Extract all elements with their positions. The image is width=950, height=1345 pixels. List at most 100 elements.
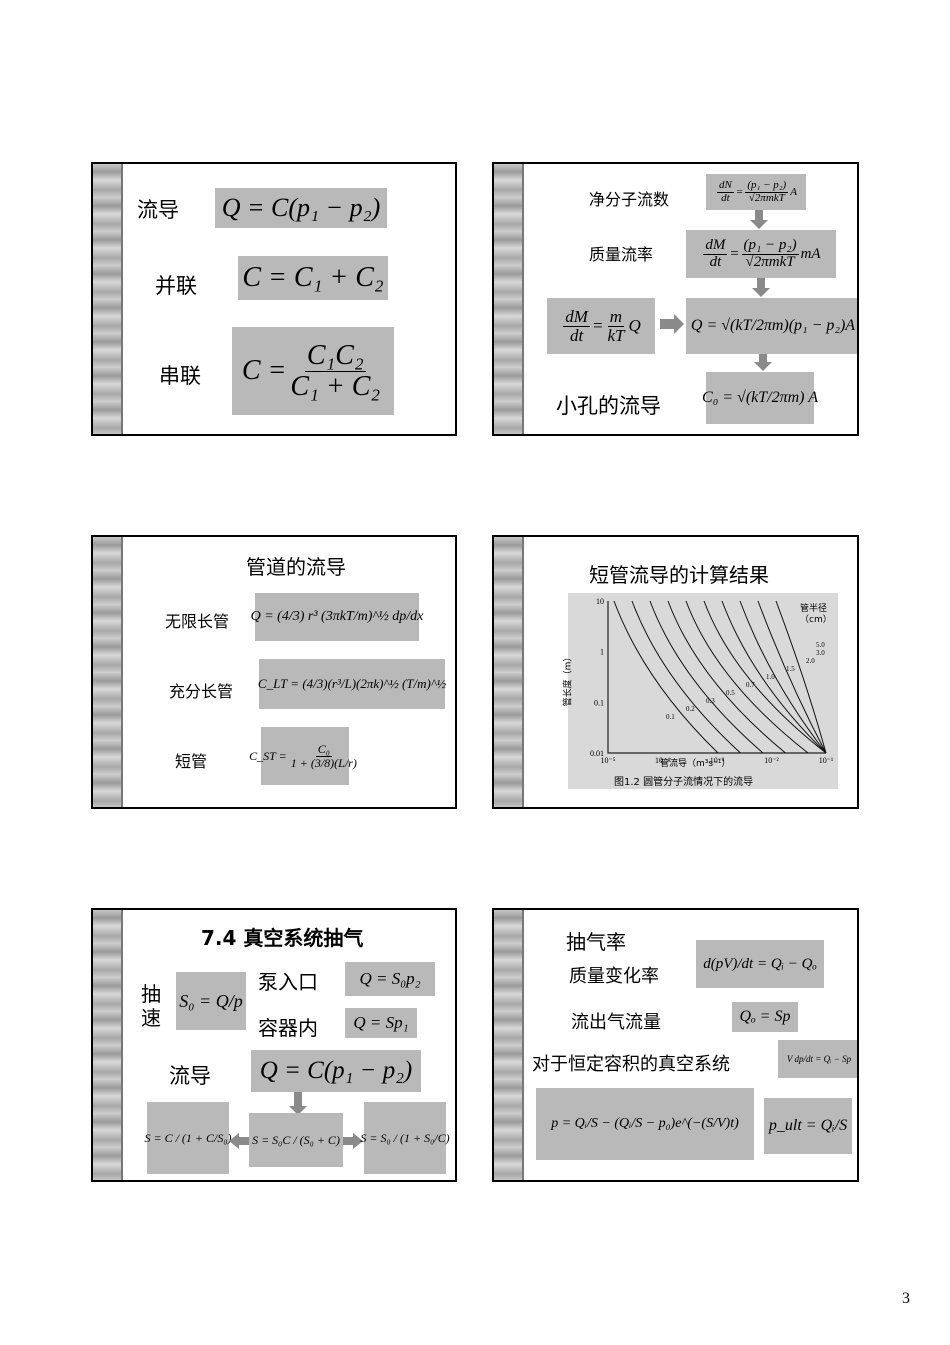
decorative-gear-strip xyxy=(93,537,123,807)
legend-title: 管半径 xyxy=(800,604,828,614)
series-line xyxy=(775,600,827,754)
series-line xyxy=(649,600,764,754)
infinite-pipe-label: 无限长管 xyxy=(165,612,230,631)
vessel-formula: Q = Sp₁ xyxy=(345,1008,417,1038)
infinite-pipe-formula: Q = (4/3) r³ (3πkT/m)^½ dp/dx xyxy=(251,593,423,641)
series-line xyxy=(739,600,827,754)
pumping-speed-char-1: 抽 xyxy=(141,982,161,1006)
pump-inlet-formula: Q = S₀p₂ xyxy=(345,962,435,996)
decorative-gear-strip xyxy=(494,537,524,807)
slide-pumping-rate: 抽气率 质量变化率 d(pV)/dt = Qᵢ − Qₒ 流出气流量 Qₒ = … xyxy=(492,908,859,1182)
series-line xyxy=(703,600,827,754)
arrow-down-2 xyxy=(757,278,765,288)
scanned-chart: 10⁻⁵ 10⁻⁴ 10⁻³ 10⁻² 10⁻¹ 10 1 0.1 0.01 0.1 0.2 0.3 0… xyxy=(563,593,838,789)
orifice-conductance-label: 小孔的流导 xyxy=(556,394,661,418)
x-axis-label: 管流导（m³s⁻¹） xyxy=(660,759,731,769)
x-tick-label: 10⁻³ xyxy=(710,756,725,765)
mass-flow-rate-label: 质量流率 xyxy=(589,245,654,264)
pumping-speed-char-2: 速 xyxy=(141,1006,161,1030)
flow-conductance-label: 流导 xyxy=(137,198,179,222)
short-pipe-label: 短管 xyxy=(175,752,208,771)
arrow-right-icon xyxy=(660,319,674,329)
orifice-formula: C₀ = √(kT/2πm) A xyxy=(702,372,818,424)
speed-formula-left: S = C / (1 + C/S₀) xyxy=(144,1102,232,1174)
constant-volume-formula: V dp/dt = Qᵢ − Sp xyxy=(778,1040,857,1078)
conductance-formula: Q = C(p₁ − p₂) xyxy=(215,188,387,228)
x-tick-label: 10⁻² xyxy=(764,756,779,765)
slide-title: 7.4 真空系统抽气 xyxy=(201,926,364,950)
series-label: 3.0 xyxy=(816,649,825,657)
series-label: 2.0 xyxy=(806,657,815,665)
series-label: 5.0 xyxy=(816,641,825,649)
arrow-right-icon xyxy=(353,1133,363,1149)
arrow-down-1 xyxy=(755,210,763,220)
y-tick-label: 0.01 xyxy=(590,749,604,758)
conductance-label: 流导 xyxy=(169,1064,211,1088)
arrow-down-3 xyxy=(759,354,767,362)
y-tick-label: 10 xyxy=(596,597,604,606)
q-sqrt-formula: Q = √(kT/2πm)(p₁ − p₂)A xyxy=(686,298,857,354)
arrow-stem-right xyxy=(343,1137,353,1145)
series-label: 0.1 xyxy=(666,713,675,721)
y-tick-label: 0.1 xyxy=(594,698,604,707)
slide-title: 管道的流导 xyxy=(246,555,346,579)
speed-formula-center: S = S₀C / (S₀ + C) xyxy=(249,1113,343,1167)
series-line xyxy=(667,600,786,754)
series-line xyxy=(631,600,741,754)
decorative-gear-strip xyxy=(93,164,123,434)
series-label: 0.3 xyxy=(706,697,715,705)
page-number: 3 xyxy=(902,1290,910,1307)
slide-short-pipe-results: 短管流导的计算结果 10⁻⁵ 10⁻⁴ 10⁻³ 10⁻² 10⁻¹ 10 1 0.1 0.01… xyxy=(492,535,859,809)
series-label: 串联 xyxy=(159,364,201,388)
series-line xyxy=(685,600,809,754)
legend-unit: （cm） xyxy=(800,615,832,625)
vessel-label: 容器内 xyxy=(258,1016,318,1040)
arrow-down-stem xyxy=(294,1092,302,1106)
chart-axes xyxy=(607,601,826,754)
parallel-label: 并联 xyxy=(155,274,197,298)
slide-title: 短管流导的计算结果 xyxy=(589,563,769,587)
conductance-chart: 10⁻⁵ 10⁻⁴ 10⁻³ 10⁻² 10⁻¹ 10 1 0.1 0.01 0.1 0.2 0.3 0… xyxy=(590,597,834,765)
series-label: 0.2 xyxy=(686,705,695,713)
conductance-formula: Q = C(p₁ − p₂) xyxy=(251,1050,421,1092)
x-tick-label: 10⁻⁵ xyxy=(600,756,615,765)
pumping-speed-formula: S₀ = Q/p xyxy=(176,972,246,1030)
arrow-down-icon xyxy=(752,288,770,297)
figure-caption: 图1.2 圆管分子流情况下的流导 xyxy=(614,777,754,788)
series-label: 1.0 xyxy=(766,673,775,681)
x-tick-label: 10⁻⁴ xyxy=(655,756,670,765)
arrow-down-icon xyxy=(754,362,772,371)
net-molecule-flow-label: 净分子流数 xyxy=(589,190,670,209)
arrow-right-head xyxy=(674,314,684,334)
pressure-evolution-formula: p = Qᵢ/S − (Qᵢ/S − p₀)e^(−(S/V)t) xyxy=(536,1088,754,1160)
outflow-label: 流出气流量 xyxy=(571,1012,661,1033)
speed-formula-right: S = S₀ / (1 + S₀/C) xyxy=(360,1102,450,1174)
arrow-left-icon xyxy=(229,1133,239,1149)
series-label: 0.7 xyxy=(746,681,755,689)
slide-pipe-conductance: 管道的流导 无限长管 Q = (4/3) r³ (3πkT/m)^½ dp/dx… xyxy=(91,535,457,809)
x-tick-label: 10⁻¹ xyxy=(819,756,834,765)
pump-inlet-label: 泵入口 xyxy=(258,970,318,994)
decorative-gear-strip xyxy=(494,164,524,434)
constant-volume-label: 对于恒定容积的真空系统 xyxy=(532,1054,730,1075)
series-label: 1.5 xyxy=(786,665,795,673)
y-tick-label: 1 xyxy=(600,648,604,657)
slide-title: 抽气率 xyxy=(566,930,626,954)
axis-lines xyxy=(607,601,826,754)
long-pipe-formula: C_LT = (4/3)(r³/L)(2πk)^½ (T/m)^½ xyxy=(258,659,446,709)
series-label: 0.5 xyxy=(726,689,735,697)
slide-conductance-basics: 流导 Q = C(p₁ − p₂) 并联 C = C₁ + C₂ 串联 C = … xyxy=(91,162,457,436)
parallel-formula: C = C₁ + C₂ xyxy=(238,256,388,300)
y-axis-label: 管长度（m） xyxy=(563,652,574,707)
series-line xyxy=(757,600,827,754)
decorative-gear-strip xyxy=(93,910,123,1180)
long-pipe-label: 充分长管 xyxy=(169,682,234,701)
arrow-stem-left xyxy=(239,1137,249,1145)
series-line xyxy=(721,600,827,754)
